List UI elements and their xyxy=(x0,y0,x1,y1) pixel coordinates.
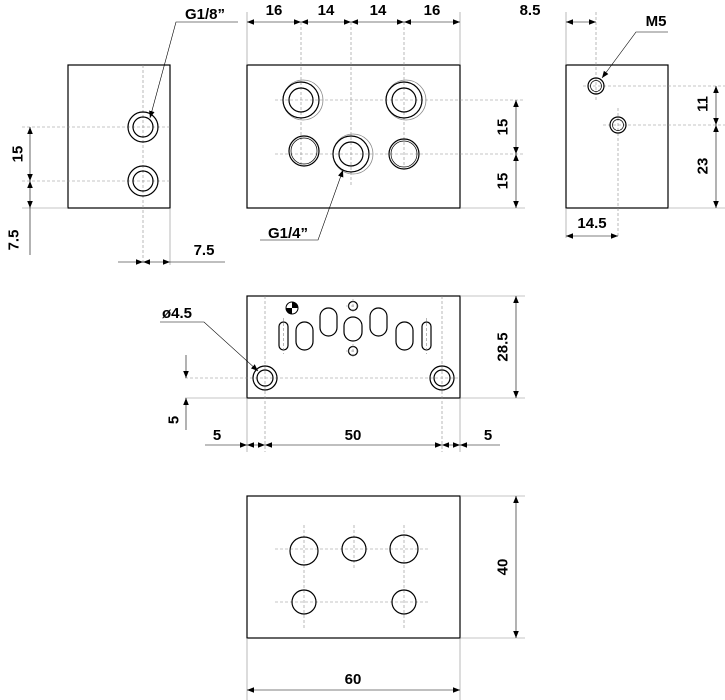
g18-port-upper xyxy=(127,111,159,143)
thread-label-m5: M5 xyxy=(646,13,667,30)
middle-bottom-view: ø4.5 28.5 5 5 50 5 xyxy=(160,295,525,452)
g18-port-lower xyxy=(127,165,159,197)
top-face-hole-4 xyxy=(291,589,317,615)
right-side-view: 8.5 M5 11 23 14.5 xyxy=(520,2,725,239)
top-face-hole-2 xyxy=(341,536,367,562)
small-hole-bottom xyxy=(346,344,360,358)
port-upper-right xyxy=(385,79,427,121)
dimension-right-11: 11 xyxy=(695,96,712,112)
oval-port-1 xyxy=(295,321,314,351)
dimension-left-15: 15 xyxy=(10,146,27,163)
dimension-mid-28-5: 28.5 xyxy=(495,332,512,361)
bottom-top-face-view: 40 60 xyxy=(246,495,525,700)
thread-label-g18: G1/8” xyxy=(185,6,225,23)
m5-hole-lower xyxy=(609,116,627,134)
oval-port-3 xyxy=(369,307,388,337)
dimension-left-7-5-horizontal: 7.5 xyxy=(194,242,215,259)
dimension-mid-5-left: 5 xyxy=(213,427,221,444)
reference-mark-icon xyxy=(285,301,299,315)
oval-port-2 xyxy=(319,307,338,337)
mounting-hole-right xyxy=(429,365,455,391)
oval-port-4 xyxy=(395,321,414,351)
main-front-view: 16 14 14 16 15 15 G1/4” xyxy=(246,2,525,242)
diameter-label: ø4.5 xyxy=(162,305,192,322)
port-center xyxy=(332,133,374,175)
dimension-top-14-left: 14 xyxy=(318,2,335,19)
dimension-main-15-lower: 15 xyxy=(495,173,512,190)
dimension-bottom-40: 40 xyxy=(495,559,512,576)
dimension-top-16-left: 16 xyxy=(266,2,283,19)
dimension-mid-5-vertical: 5 xyxy=(166,416,183,424)
dimension-right-14-5: 14.5 xyxy=(577,215,606,232)
dimension-right-8-5: 8.5 xyxy=(520,2,541,19)
slot-pin-right xyxy=(421,318,432,354)
oval-port-center xyxy=(343,316,363,342)
top-face-hole-5 xyxy=(391,589,417,615)
dimension-bottom-60: 60 xyxy=(345,671,362,688)
small-hole-top xyxy=(346,299,360,313)
dimension-main-15-upper: 15 xyxy=(495,119,512,136)
dimension-mid-5-right: 5 xyxy=(484,427,492,444)
dimension-left-7-5-vertical: 7.5 xyxy=(6,230,23,251)
thread-label-g14: G1/4” xyxy=(268,225,308,242)
top-face-hole-1 xyxy=(289,536,319,566)
dimension-right-23: 23 xyxy=(695,158,712,175)
m5-hole-upper xyxy=(587,77,605,95)
top-face-hole-3 xyxy=(389,534,419,564)
port-lower-left xyxy=(288,135,320,167)
mounting-hole-left xyxy=(252,365,278,391)
left-side-view: 15 7.5 7.5 G1/8” xyxy=(6,6,238,265)
dimension-top-16-right: 16 xyxy=(424,2,441,19)
dimension-top-14-right: 14 xyxy=(370,2,387,19)
slot-pin-left xyxy=(278,318,289,354)
port-upper-left xyxy=(282,79,324,121)
port-lower-right xyxy=(388,138,420,170)
dimension-mid-50: 50 xyxy=(345,427,362,444)
